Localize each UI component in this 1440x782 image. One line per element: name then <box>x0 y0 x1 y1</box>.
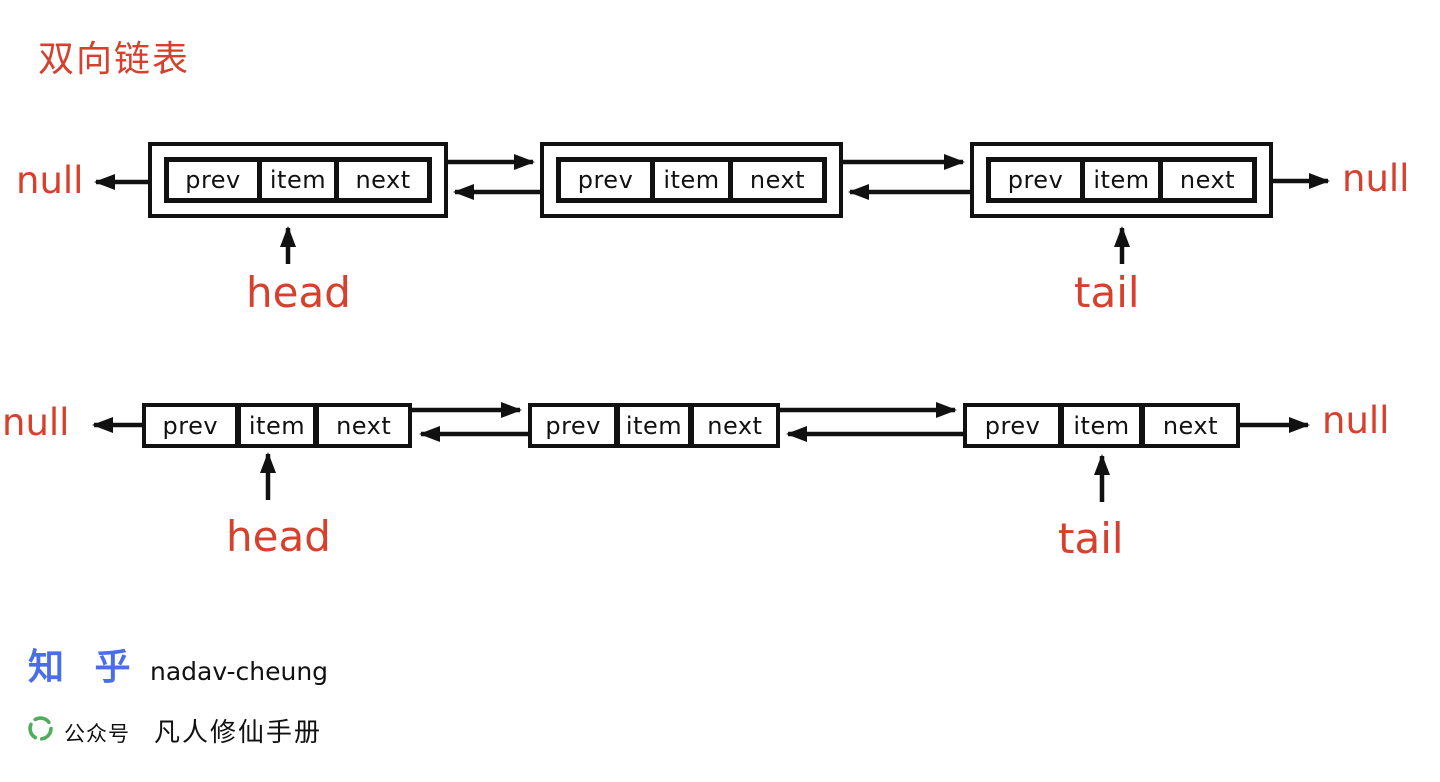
row2-node-2: prev item next <box>528 403 780 448</box>
row2-node-2-item-cell: item <box>620 407 688 444</box>
row2-node-2-prev-cell: prev <box>532 407 615 444</box>
row1-node-3-item-cell: item <box>1085 162 1158 198</box>
row2-head-label: head <box>226 512 331 561</box>
row2-node-3: prev item next <box>963 403 1240 448</box>
row1-node-1-record: prev item next <box>164 157 432 203</box>
zhihu-author-name: nadav-cheung <box>150 657 329 686</box>
wechat-official-account-icon <box>28 716 53 741</box>
row2-node-2-next-cell: next <box>693 407 776 444</box>
row2-node-1-prev-cell: prev <box>146 407 235 444</box>
row1-node-2: prev item next <box>540 142 843 218</box>
row1-null-left-label: null <box>16 159 84 202</box>
row1-head-label: head <box>246 268 351 317</box>
row2-tail-label: tail <box>1058 514 1124 563</box>
row1-node-2-item-cell: item <box>655 162 728 198</box>
row1-node-1-item-cell: item <box>261 162 335 198</box>
row1-node-1-next-cell: next <box>339 162 427 198</box>
row1-node-3-record: prev item next <box>986 157 1257 203</box>
row1-node-1: prev item next <box>148 142 448 218</box>
row1-tail-label: tail <box>1074 268 1140 317</box>
row1-node-1-prev-cell: prev <box>169 162 257 198</box>
row1-node-2-record: prev item next <box>556 157 827 203</box>
row1-node-2-next-cell: next <box>732 162 822 198</box>
row2-null-left-label: null <box>2 401 70 444</box>
row1-node-3: prev item next <box>970 142 1273 218</box>
row2-node-1: prev item next <box>142 403 412 448</box>
row2-node-3-next-cell: next <box>1144 407 1236 444</box>
page-title: 双向链表 <box>38 39 191 79</box>
zhihu-wordmark: 知 乎 <box>28 647 140 688</box>
row1-node-3-prev-cell: prev <box>991 162 1081 198</box>
row2-node-1-item-cell: item <box>240 407 314 444</box>
row2-null-right-label: null <box>1322 399 1390 442</box>
row1-node-3-next-cell: next <box>1162 162 1252 198</box>
row1-node-2-prev-cell: prev <box>561 162 651 198</box>
row2-node-3-prev-cell: prev <box>967 407 1059 444</box>
wechat-account-type-label: 公众号 <box>64 722 130 746</box>
row2-node-3-item-cell: item <box>1064 407 1139 444</box>
row1-null-right-label: null <box>1342 157 1410 200</box>
row2-node-1-next-cell: next <box>319 407 408 444</box>
wechat-account-name: 凡人修仙手册 <box>154 718 323 747</box>
